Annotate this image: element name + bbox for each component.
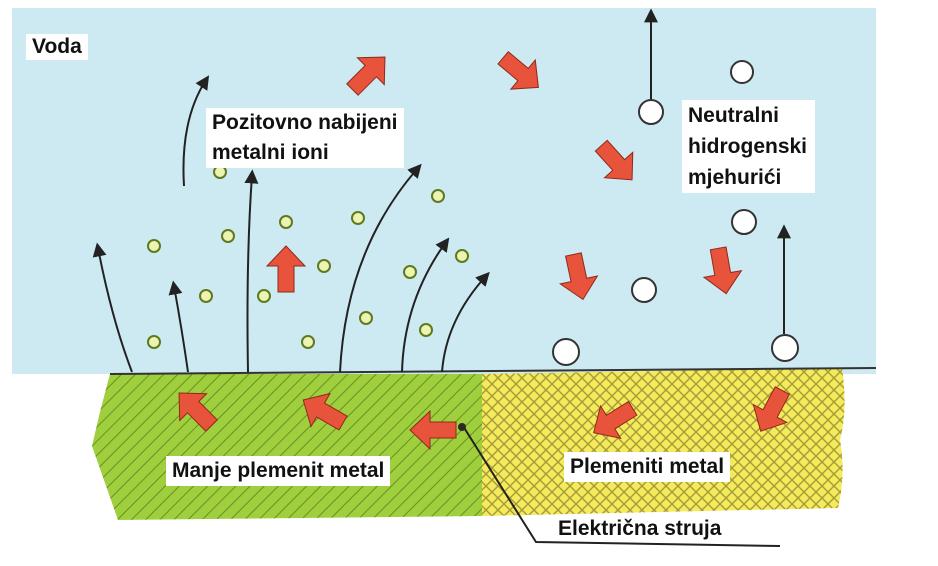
neutral-bubbles-label-line2: hidrogenski: [688, 135, 808, 158]
ion: [147, 239, 161, 253]
electric-current-pointer: [462, 425, 781, 547]
ion-flow-line: [182, 75, 210, 187]
ion: [257, 289, 271, 303]
hydrogen-bubbles: [552, 60, 799, 366]
ion: [317, 259, 331, 273]
electric-current-label: Električna struja: [558, 516, 721, 542]
bubble: [638, 99, 664, 125]
noble-metal-label-text: Plemeniti metal: [570, 455, 725, 478]
ion-flow-line: [92, 242, 133, 373]
neutral-bubbles-label-line1: Neutralni: [688, 104, 780, 127]
ion: [359, 311, 373, 325]
current-junction-dot: [458, 423, 466, 431]
ion: [419, 323, 433, 337]
ion: [351, 211, 365, 225]
metal-surface-line: [109, 367, 877, 375]
ion: [431, 189, 445, 203]
ion: [403, 265, 417, 279]
ion-flow-line: [244, 169, 259, 373]
ion: [221, 229, 235, 243]
bubble: [631, 277, 657, 303]
water-label-text: Voda: [32, 35, 82, 58]
noble-metal-label: Plemeniti metal: [564, 452, 731, 482]
noble-metal-block: [482, 368, 845, 516]
ion-flow-line: [339, 163, 422, 373]
positive-ions-label: Pozitovno nabijeni metalni ioni: [206, 108, 404, 168]
ion-flow-line: [401, 237, 450, 373]
bubble: [552, 338, 580, 366]
less-noble-metal-label: Manje plemenit metal: [166, 456, 391, 486]
water-label: Voda: [26, 34, 88, 60]
bubble-rise-lines: [644, 8, 791, 334]
ion: [279, 215, 293, 229]
less-noble-metal-label-text: Manje plemenit metal: [172, 459, 385, 482]
electric-current-label-text: Električna struja: [558, 517, 722, 540]
less-noble-metal-block: [92, 374, 482, 520]
neutral-bubbles-label-line3: mjehurići: [688, 166, 782, 189]
ion-flow-line: [168, 280, 189, 373]
ion: [455, 249, 469, 263]
positive-ions-label-line1: Pozitovno nabijeni: [212, 111, 398, 134]
ion: [301, 335, 315, 349]
bubble: [771, 334, 799, 362]
positive-ions-label-line2: metalni ioni: [212, 141, 329, 164]
metal-ions: [147, 165, 469, 349]
ion: [199, 289, 213, 303]
neutral-bubbles-label: Neutralni hidrogenski mjehurići: [682, 100, 816, 193]
ion: [147, 335, 161, 349]
bubble: [730, 60, 754, 84]
ion-flow-line: [441, 271, 490, 373]
ion-flow-lines: [92, 75, 490, 373]
bubble: [731, 209, 757, 235]
